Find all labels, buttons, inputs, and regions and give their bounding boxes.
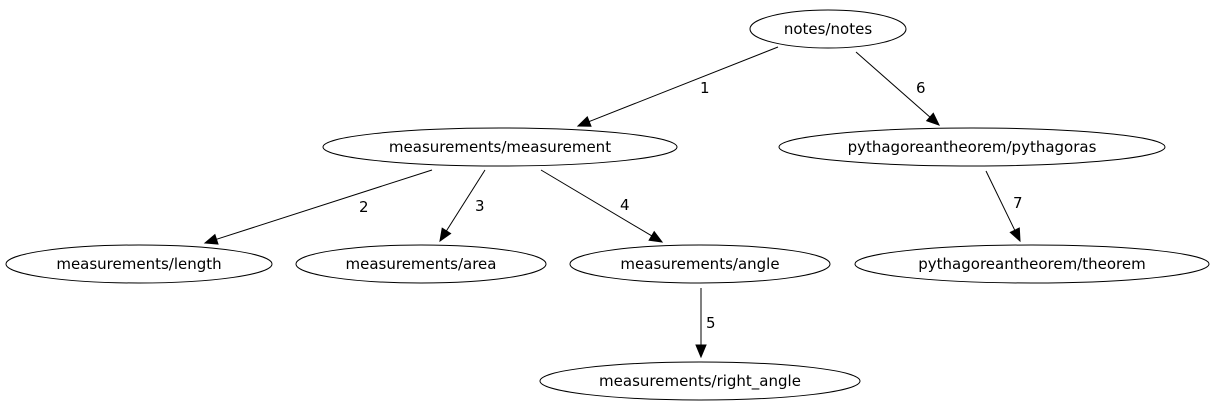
node-ellipse [749,9,907,49]
arrow-head-icon [695,344,707,359]
edge-line [446,169,486,232]
node-ellipse [569,244,831,284]
edge-measurement-angle: 4 [540,169,664,243]
node-label: measurements/area [346,255,497,273]
edge-line [588,46,779,123]
edge-label: 1 [700,79,710,97]
edge-measurement-area: 3 [439,169,486,243]
arrow-head-icon [1009,227,1021,243]
edge-notes-pythagoras: 6 [855,51,940,126]
node-area: measurements/area [295,244,547,284]
node-label: notes/notes [784,20,872,38]
edge-notes-measurement: 1 [576,46,779,127]
node-ellipse [539,361,861,401]
edge-line [985,170,1016,231]
node-length: measurements/length [5,244,273,284]
node-pythagoras: pythagoreantheorem/pythagoras [778,127,1166,167]
node-theorem: pythagoreantheorem/theorem [854,244,1210,284]
edges-layer: 1 2 3 4 5 6 7 [203,46,1023,359]
node-ellipse [5,244,273,284]
node-label: pythagoreantheorem/pythagoras [848,138,1097,156]
edge-label: 6 [916,79,926,97]
node-ellipse [322,127,678,167]
edge-label: 3 [475,197,485,215]
edge-line [855,51,931,118]
node-ellipse [854,244,1210,284]
edge-pythagoras-theorem: 7 [985,170,1023,243]
node-measurement: measurements/measurement [322,127,678,167]
node-notes: notes/notes [749,9,907,49]
node-ellipse [295,244,547,284]
edge-label: 4 [620,196,630,214]
node-label: measurements/angle [620,255,779,273]
edge-label: 5 [706,314,716,332]
node-right_angle: measurements/right_angle [539,361,861,401]
arrow-head-icon [648,230,664,243]
node-label: pythagoreantheorem/theorem [918,255,1145,273]
arrow-head-icon [203,233,219,245]
node-angle: measurements/angle [569,244,831,284]
node-label: measurements/measurement [389,138,611,156]
edge-label: 7 [1013,194,1023,212]
arrow-head-icon [925,112,940,126]
node-ellipse [778,127,1166,167]
node-label: measurements/length [56,255,221,273]
edge-measurement-length: 2 [203,169,433,245]
edge-label: 2 [359,198,369,216]
edge-line [540,169,652,237]
edge-angle-right_angle: 5 [695,288,716,359]
edge-line [216,169,433,240]
node-label: measurements/right_angle [599,372,801,391]
arrow-head-icon [439,227,452,243]
nodes-layer: notes/notes measurements/measurement pytha… [5,9,1210,401]
arrow-head-icon [576,116,592,127]
